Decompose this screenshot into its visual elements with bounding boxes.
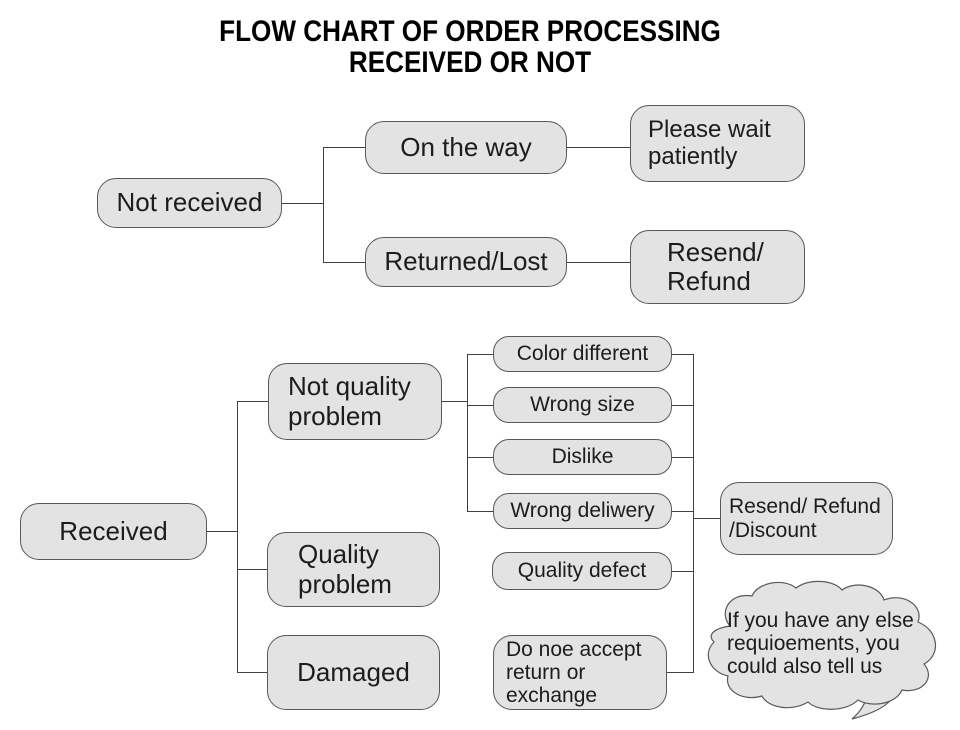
connector-children-vertical <box>467 354 468 512</box>
speech-bubble-body <box>707 580 937 710</box>
connector-color-different-out <box>672 354 693 355</box>
connector-bottom-branch-vertical <box>237 401 238 673</box>
title-line-1: FLOW CHART OF ORDER PROCESSING <box>219 15 721 48</box>
connector-to-not-quality <box>237 401 268 402</box>
connector-to-damaged <box>237 672 267 673</box>
connector-collector-vertical <box>693 354 694 673</box>
connector-to-please-wait <box>567 147 630 148</box>
speech-bubble-text: If you have any else requioements, you c… <box>727 609 914 678</box>
connector-to-dislike <box>467 457 493 458</box>
title-line-2: RECEIVED OR NOT <box>348 46 592 79</box>
connector-dislike-out <box>672 457 693 458</box>
node-wrong-deliwery: Wrong deliwery <box>493 493 672 529</box>
node-resend-refund: Resend/ Refund <box>630 230 805 304</box>
connector-not-received-out <box>282 203 323 204</box>
connector-to-returned-lost <box>323 262 365 263</box>
node-returned-lost: Returned/Lost <box>365 237 567 287</box>
connector-to-wrong-deliwery <box>467 511 493 512</box>
connector-top-branch-vertical <box>323 147 324 263</box>
connector-to-on-the-way <box>323 147 365 148</box>
node-damaged: Damaged <box>267 635 440 710</box>
connector-received-out <box>207 531 237 532</box>
connector-wrong-deliwery-out <box>672 511 693 512</box>
node-on-the-way: On the way <box>365 121 567 174</box>
node-color-different: Color different <box>493 336 672 372</box>
node-received: Received <box>20 503 207 560</box>
node-resend-refund-discount: Resend/ Refund /Discount <box>720 482 893 555</box>
connector-to-resend-discount <box>693 518 720 519</box>
connector-wrong-size-out <box>672 405 693 406</box>
connector-to-color-different <box>467 354 493 355</box>
connector-quality-defect-out <box>672 571 693 572</box>
connector-to-resend-refund <box>567 262 630 263</box>
connector-do-noe-out <box>667 672 693 673</box>
connector-to-quality-problem <box>237 569 267 570</box>
node-please-wait-patiently: Please wait patiently <box>630 105 805 182</box>
page-title: FLOW CHART OF ORDER PROCESSING RECEIVED … <box>61 16 879 78</box>
node-wrong-size: Wrong size <box>493 387 672 423</box>
connector-to-wrong-size <box>467 405 493 406</box>
node-quality-problem: Quality problem <box>267 532 440 607</box>
connector-not-quality-out <box>442 401 467 402</box>
node-quality-defect: Quality defect <box>492 552 672 590</box>
node-dislike: Dislike <box>493 439 672 475</box>
node-not-received: Not received <box>97 178 282 228</box>
node-do-noe-accept: Do noe accept return or exchange <box>493 635 667 710</box>
node-not-quality-problem: Not quality problem <box>268 363 442 440</box>
speech-bubble-shape <box>707 580 937 720</box>
